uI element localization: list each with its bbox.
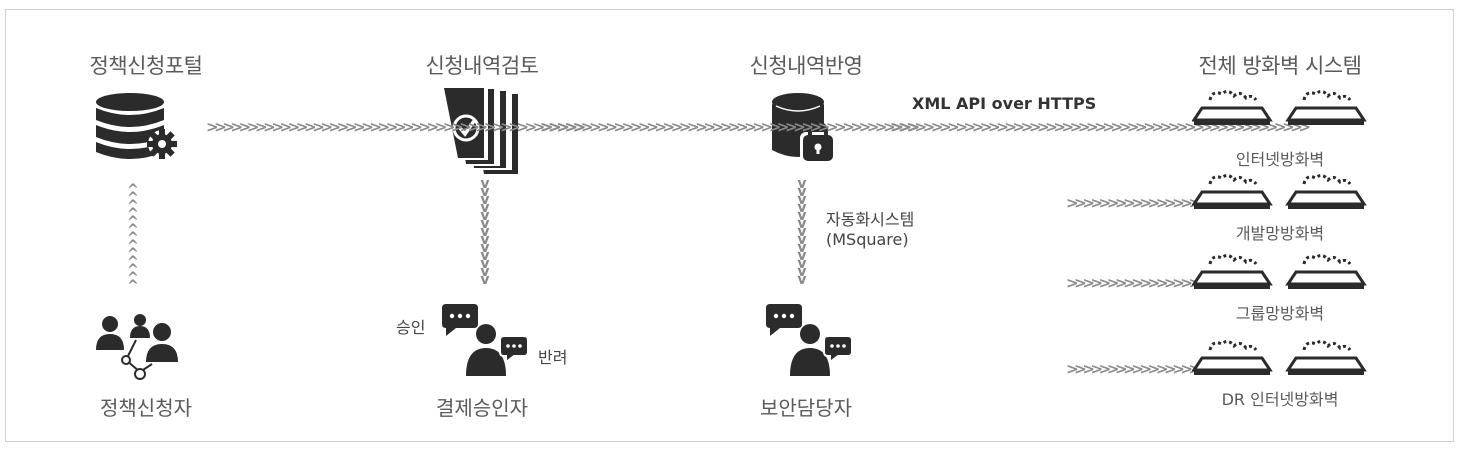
firewall-label-dr: DR 인터넷방화벽 (1221, 390, 1339, 409)
node-title-apply: 신청내역반영 (749, 54, 863, 78)
approver-reject-label: 반려 (538, 348, 568, 367)
actor-label-security: 보안담당자 (760, 396, 852, 420)
chat-person-icon (764, 304, 856, 380)
approver-approve-label: 승인 (396, 318, 426, 337)
actor-label-approver: 결제승인자 (436, 396, 528, 420)
edge-label-api: XML API over HTTPS (912, 94, 1097, 113)
arrow-review-to-apply: >>>>>>>>>>>>>>>>>>>>>>>>>>>>>>>>>>>>>>>>… (540, 118, 920, 136)
database-lock-icon (770, 92, 846, 170)
firewall-pair-dev (1192, 170, 1372, 212)
arrow-portal-to-review: >>>>>>>>>>>>>>>>>>>>>>>>>>>>>>>>>>>>>>>>… (206, 118, 586, 136)
firewall-pair-dr (1192, 336, 1372, 378)
actor-label-requester: 정책신청자 (100, 396, 192, 420)
firewall-pair-internet (1192, 86, 1372, 128)
firewall-pair-group (1192, 250, 1372, 292)
node-title-firewall-system: 전체 방화벽 시스템 (1198, 54, 1362, 78)
documents-check-icon (444, 88, 524, 180)
chat-person-icon (440, 304, 532, 380)
arrow-to-dev-firewall: >>>>>>>>>>>>>>>> (1066, 194, 1201, 212)
node-title-portal: 정책신청포털 (89, 54, 203, 78)
diagram-frame (5, 9, 1454, 442)
firewall-label-dev: 개발망방화벽 (1235, 224, 1325, 243)
arrow-to-group-firewall: >>>>>>>>>>>>>>>> (1066, 274, 1201, 292)
arrow-requester-to-portal: ^^^^^^^^^^^^^ (127, 182, 139, 294)
node-title-review: 신청내역검토 (425, 54, 539, 78)
edge-label-automation-name: (MSquare) (826, 230, 909, 249)
firewall-label-internet: 인터넷방화벽 (1235, 150, 1325, 169)
database-gear-icon (92, 92, 188, 168)
arrow-to-dr-firewall: >>>>>>>>>>>>>>>> (1066, 360, 1201, 378)
people-hierarchy-icon (96, 312, 180, 386)
edge-label-automation: 자동화시스템 (826, 210, 915, 229)
firewall-label-group: 그룹망방화벽 (1235, 304, 1325, 323)
